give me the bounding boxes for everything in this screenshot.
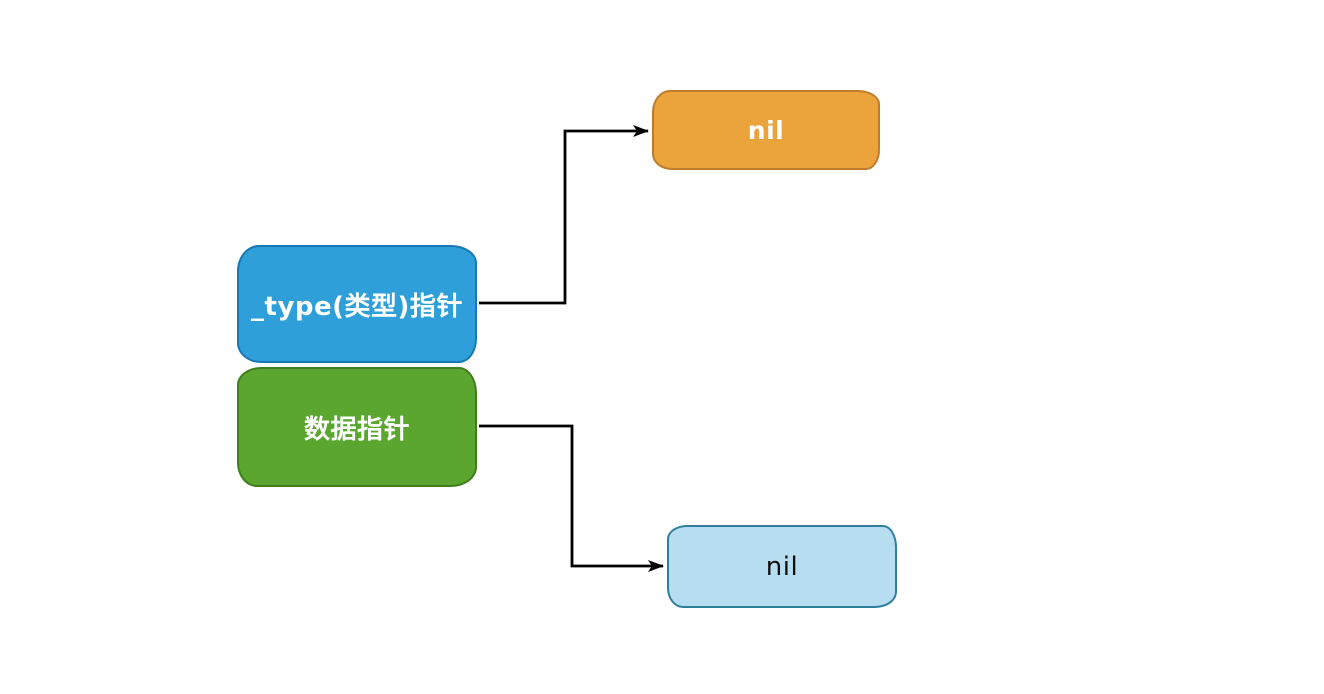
node-data-nil-label: nil — [765, 551, 799, 582]
node-type-pointer-label: _type(类型)指针 — [251, 291, 463, 322]
node-data-pointer-label: 数据指针 — [303, 414, 410, 445]
arrow-data-pointer-to-nil — [479, 424, 664, 572]
node-type-nil-label: nil — [747, 115, 785, 145]
arrow-type-pointer-to-nil — [479, 125, 649, 305]
node-data-nil[interactable]: nil — [667, 525, 897, 608]
node-type-pointer[interactable]: _type(类型)指针 — [237, 245, 477, 363]
node-data-pointer[interactable]: 数据指针 — [237, 367, 477, 487]
node-type-nil[interactable]: nil — [652, 90, 880, 170]
